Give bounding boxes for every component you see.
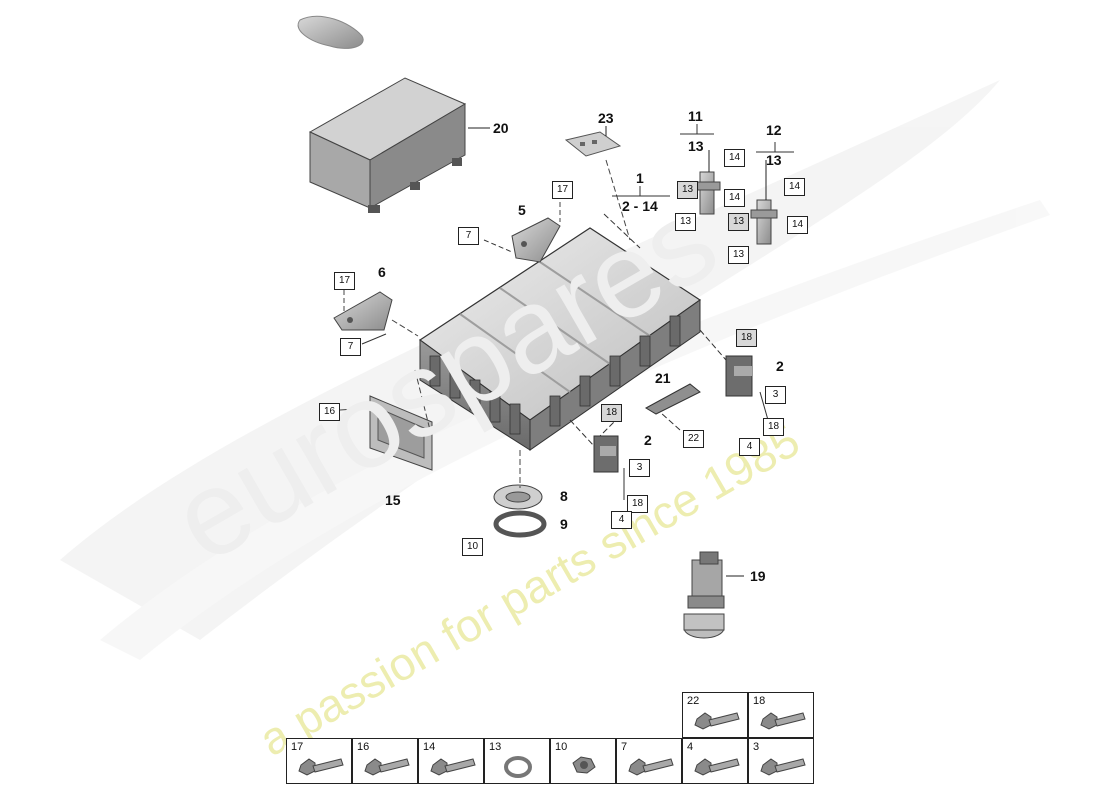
legend-cell-16: 16 [352, 738, 418, 784]
legend-cell-number: 16 [357, 741, 370, 753]
ref-box-10: 10 [462, 538, 483, 556]
bracket-5-part [511, 202, 561, 263]
callout-11: 11 [688, 108, 703, 124]
ref-box-13: 13 [728, 213, 749, 231]
terminal-12-part [750, 160, 778, 245]
fastener-icon [628, 758, 674, 776]
callout-1: 1 [636, 170, 644, 186]
legend-cell-18: 18 [748, 692, 814, 738]
ref-box-14: 14 [784, 178, 805, 196]
connector-2-right-part [725, 355, 753, 397]
legend-cell-number: 14 [423, 741, 436, 753]
callout-19: 19 [750, 568, 766, 584]
plate-15-part [339, 369, 433, 471]
connector-2-left-part [593, 435, 619, 473]
blob-part [297, 15, 364, 49]
ref-box-14: 14 [724, 149, 745, 167]
legend-cell-number: 4 [687, 741, 694, 753]
ref-box-7: 7 [458, 227, 479, 245]
callout-15: 15 [385, 492, 401, 508]
callout-11-13: 13 [688, 138, 704, 154]
legend-cell-4: 4 [682, 738, 748, 784]
ref-box-17: 17 [552, 181, 573, 199]
legend-cell-13: 13 [484, 738, 550, 784]
callout-2-14: 2 - 14 [622, 198, 658, 214]
ref-box-4: 4 [611, 511, 632, 529]
battery-box-part [308, 77, 490, 213]
legend-cell-17: 17 [286, 738, 352, 784]
ref-box-22: 22 [683, 430, 704, 448]
main-battery-pack-part [418, 227, 702, 451]
ref-box-7: 7 [340, 338, 361, 356]
ref-box-18: 18 [601, 404, 622, 422]
ref-box-18: 18 [736, 329, 757, 347]
ref-box-4: 4 [739, 438, 760, 456]
callout-12-13: 13 [766, 152, 782, 168]
callout-2-left: 2 [644, 432, 652, 448]
callout-9: 9 [560, 516, 568, 532]
terminal-11-part [693, 150, 721, 215]
connector-19-part [683, 551, 744, 639]
ref-box-14: 14 [724, 189, 745, 207]
strip-21-part [644, 383, 701, 415]
callout-6: 6 [378, 264, 386, 280]
ref-box-18: 18 [763, 418, 784, 436]
fastener-icon [572, 756, 596, 774]
fastener-icon [760, 712, 806, 730]
legend-cell-22: 22 [682, 692, 748, 738]
ref-box-17: 17 [334, 272, 355, 290]
legend-cell-number: 10 [555, 741, 568, 753]
ref-box-14: 14 [787, 216, 808, 234]
fastener-icon [694, 712, 740, 730]
legend-cell-14: 14 [418, 738, 484, 784]
legend-cell-number: 22 [687, 695, 700, 707]
callout-21: 21 [655, 370, 671, 386]
legend-cell-10: 10 [550, 738, 616, 784]
fastener-icon [504, 756, 532, 778]
fastener-icon [760, 758, 806, 776]
ref-box-13: 13 [675, 213, 696, 231]
label-plate-part [564, 126, 631, 241]
ref-box-18: 18 [627, 495, 648, 513]
fastener-icon [430, 758, 476, 776]
ref-box-3: 3 [765, 386, 786, 404]
legend-cell-number: 18 [753, 695, 766, 707]
fastener-icon [298, 758, 344, 776]
legend-cell-number: 3 [753, 741, 760, 753]
ref-box-3: 3 [629, 459, 650, 477]
callout-20: 20 [493, 120, 509, 136]
callout-23: 23 [598, 110, 614, 126]
fastener-icon [364, 758, 410, 776]
ref-box-13: 13 [728, 246, 749, 264]
seal-9-part [493, 510, 547, 538]
legend-cell-number: 7 [621, 741, 628, 753]
callout-5: 5 [518, 202, 526, 218]
legend-cell-number: 13 [489, 741, 502, 753]
fastener-icon [694, 758, 740, 776]
ref-box-13: 13 [677, 181, 698, 199]
legend-cell-number: 17 [291, 741, 304, 753]
callout-12: 12 [766, 122, 782, 138]
callout-2-right: 2 [776, 358, 784, 374]
bracket-6-part [333, 290, 419, 337]
ref-box-16: 16 [319, 403, 340, 421]
legend-cell-7: 7 [616, 738, 682, 784]
legend-cell-3: 3 [748, 738, 814, 784]
callout-8: 8 [560, 488, 568, 504]
seal-8-part [493, 484, 543, 510]
